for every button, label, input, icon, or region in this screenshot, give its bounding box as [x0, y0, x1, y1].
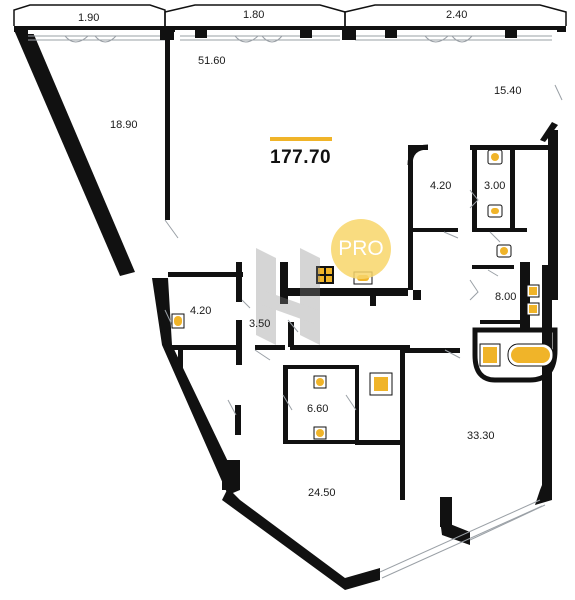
wall-bottom-diagonal — [222, 488, 380, 590]
wall-right-lower — [535, 265, 552, 505]
window-top-left — [28, 35, 165, 43]
balcony-label-2: 1.80 — [243, 9, 265, 21]
room-corridor-area: 3.50 — [249, 318, 271, 330]
room-left-wedge-area: 18.90 — [110, 119, 138, 131]
wall-piers — [160, 26, 517, 40]
pro-badge: PRO — [331, 219, 391, 279]
room-bath-upper-area: 3.00 — [484, 180, 506, 192]
total-area: 177.70 — [270, 147, 332, 168]
balcony-label-3: 2.40 — [446, 9, 468, 21]
closet-upper-curve — [407, 144, 429, 166]
room-bedroom-right-area: 33.30 — [467, 430, 495, 442]
total-area-accent — [270, 137, 332, 141]
bath-niche — [472, 327, 558, 383]
room-bedroom-bottom-area: 24.50 — [308, 487, 336, 499]
balcony-3 — [344, 4, 567, 26]
door-swings — [164, 84, 563, 416]
window-bottom-right — [379, 499, 546, 579]
wall-right-upper — [548, 130, 558, 300]
wall-left-diagonal — [14, 30, 135, 276]
room-living-area: 51.60 — [198, 55, 226, 67]
watermark-logo — [256, 248, 320, 345]
room-kitchen-area: 15.40 — [494, 85, 522, 97]
room-closet-upper-area: 4.20 — [430, 180, 452, 192]
room-laundry-area: 8.00 — [495, 291, 517, 303]
balcony-label-1: 1.90 — [78, 12, 100, 24]
room-bath-middle-area: 6.60 — [307, 403, 329, 415]
interior-walls — [165, 40, 558, 527]
room-closet-left-area: 4.20 — [190, 305, 212, 317]
wall-top — [14, 26, 566, 32]
window-top-right — [355, 35, 552, 43]
